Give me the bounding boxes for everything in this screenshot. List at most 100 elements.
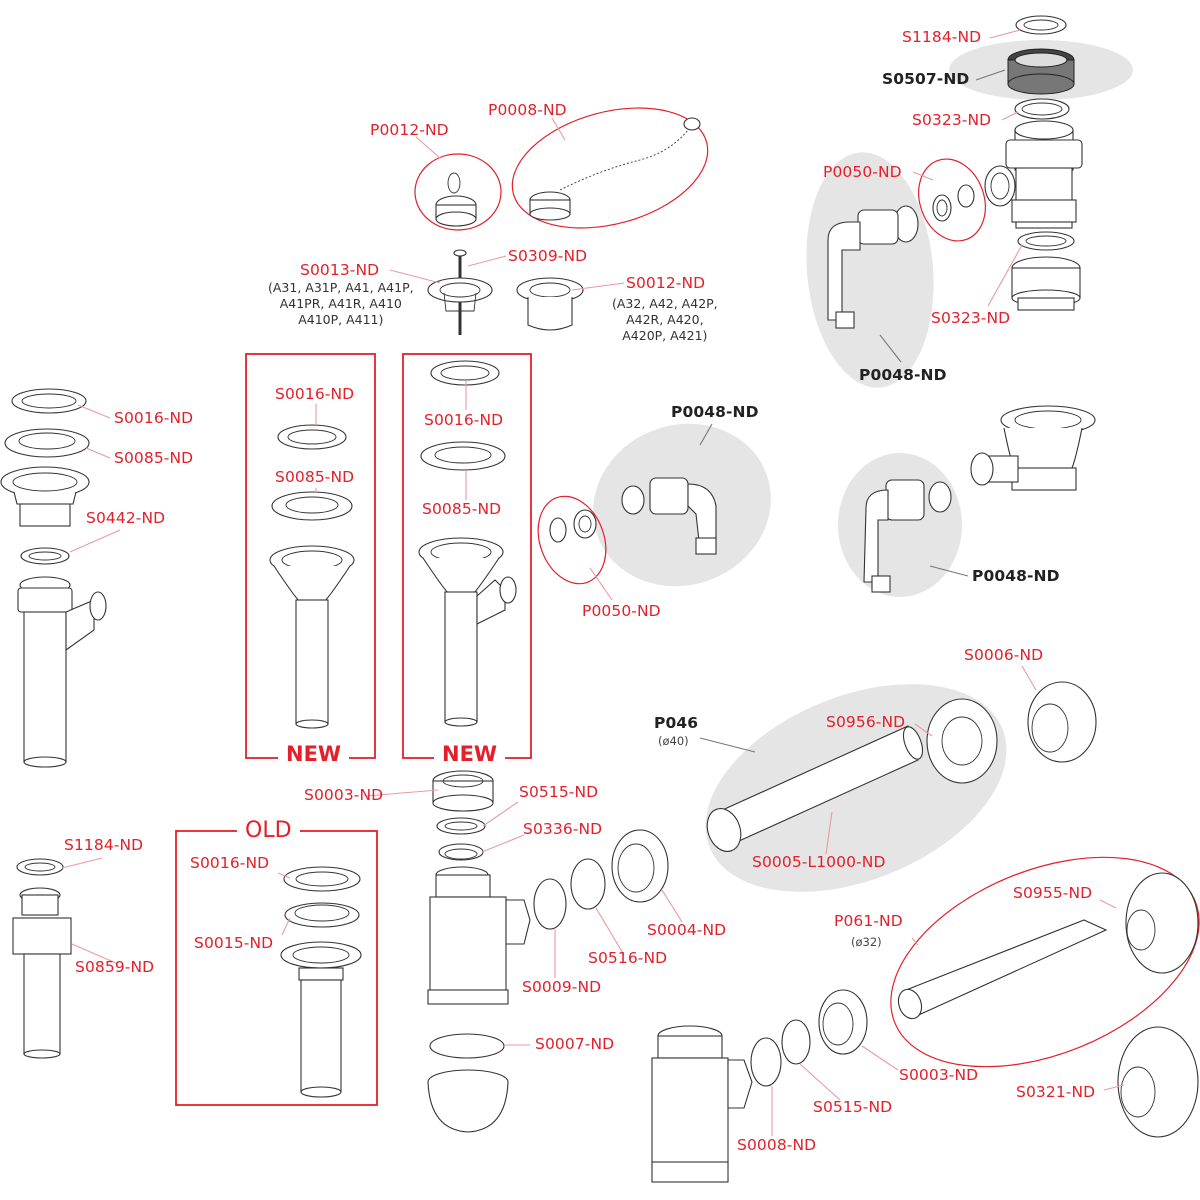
gasket-new2-s0016 [430,360,500,386]
gasket-old-s0016 [283,866,361,892]
outlet-right [970,405,1096,491]
drain-new1 [269,545,355,729]
gasket-left-s0085 [4,428,90,458]
stopper-p0008-chain [529,117,701,221]
elbow-p0048-mid [621,477,717,555]
group-ring-p0050-top [918,158,986,242]
label-p046: P046 [654,714,699,732]
tee-body [984,120,1083,229]
label-new2-s0085: S0085-ND [422,500,502,518]
note-s0013-models: (A31, A31P, A41, A41P, A41PR, A41R, A410… [268,280,414,327]
label-s0007: S0007-ND [535,1035,615,1053]
elbow-p0048-top [827,205,919,329]
grate-s0013 [427,249,493,335]
elbow-p0048-right [863,479,952,593]
label-s0515-bottom: S0515-ND [813,1098,893,1116]
p0050-top-parts [932,184,975,222]
drain-new2 [418,537,517,727]
flange-left-s0442 [0,466,90,527]
label-p0048-top: P0048-ND [859,366,947,384]
nut-s0003-bottom [818,989,868,1055]
label-left-s0016: S0016-ND [114,409,194,427]
group-label-old: OLD [237,820,300,842]
ring-s0515-mid [436,817,486,835]
gasket-s0323-top [1014,98,1070,120]
label-s0507: S0507-ND [882,70,970,88]
group-label-new-1: NEW [278,744,350,765]
label-s0321: S0321-ND [1016,1083,1096,1101]
nut-s0507 [1007,48,1075,95]
label-s0309: S0309-ND [508,247,588,265]
label-old-s0015: S0015-ND [194,934,274,952]
gasket-old-s0015 [284,902,360,928]
rosette-s0956 [926,698,998,784]
gasket-left-s0016 [11,388,87,414]
label-s0013: S0013-ND [300,261,380,279]
trap-body-mid [427,866,531,1005]
group-ring-p0008 [511,107,709,229]
trap-body-bottom [651,1025,753,1183]
label-s0955: S0955-ND [1013,884,1093,902]
label-new2-s0016: S0016-ND [424,411,504,429]
label-s1184-top: S1184-ND [902,28,982,46]
tee-left [17,576,107,768]
nut-s0003-mid [432,770,494,812]
nut-bottom [1011,256,1081,311]
drain-old [280,941,362,1098]
label-s0009: S0009-ND [522,978,602,996]
label-s0323-bottom: S0323-ND [931,309,1011,327]
ring-s0336 [438,843,484,861]
group-ring-p0050-mid [537,495,607,585]
cup-mid [427,1069,509,1133]
label-p0008: P0008-ND [488,101,567,119]
label-s0012: S0012-ND [626,274,706,292]
pipe-s0005 [706,725,924,852]
group-ring-p061 [890,856,1200,1068]
label-left-s0085: S0085-ND [114,449,194,467]
label-p0012: P0012-ND [370,121,449,139]
ring-s0009 [533,878,567,930]
ring-s0516 [570,858,606,910]
label-old-s0016: S0016-ND [190,854,270,872]
label-s0003-mid: S0003-ND [304,786,384,804]
rosette-s0321 [1117,1026,1199,1138]
label-s1184-bottom: S1184-ND [64,836,144,854]
label-p0048-mid: P0048-ND [671,403,759,421]
leader-lines [61,29,1125,1136]
ring-s0515-bottom [781,1019,811,1065]
ring-left [20,547,70,565]
label-s0008: S0008-ND [737,1136,817,1154]
gasket-s1184-bottom [16,858,64,876]
note-s0012-models: (A32, A42, A42P, A42R, A420, A420P, A421… [612,296,718,343]
gasket-new1-s0085 [271,491,353,521]
label-p0050-mid: P0050-ND [582,602,661,620]
p0050-mid-parts [549,509,597,543]
label-s0515-mid: S0515-ND [519,783,599,801]
label-s0323-top: S0323-ND [912,111,992,129]
highlight-p0048-top [806,152,934,388]
group-label-new-2: NEW [434,744,506,765]
gasket-s0323-bottom [1017,231,1075,251]
label-p0048-right: P0048-ND [972,567,1060,585]
note-p046-diameter: (ø40) [658,734,689,748]
gasket-new2-s0085 [420,441,506,471]
flange-s0012 [516,277,584,331]
label-new1-s0016: S0016-ND [275,385,355,403]
gasket-new1-s0016 [277,424,347,450]
label-s0336: S0336-ND [523,820,603,838]
label-new1-s0085: S0085-ND [275,468,355,486]
label-s0006: S0006-ND [964,646,1044,664]
label-left-s0442: S0442-ND [86,509,166,527]
note-p061-diameter: (ø32) [851,935,882,949]
highlight-p0048-right [838,453,962,597]
label-s0859: S0859-ND [75,958,155,976]
label-s0516: S0516-ND [588,949,668,967]
label-s0004: S0004-ND [647,921,727,939]
rosette-s0955 [1125,872,1199,974]
oring-s0007 [429,1033,505,1059]
label-p061: P061-ND [834,912,903,930]
stopper-p0012 [435,172,477,227]
group-ring-p0012 [414,153,502,231]
